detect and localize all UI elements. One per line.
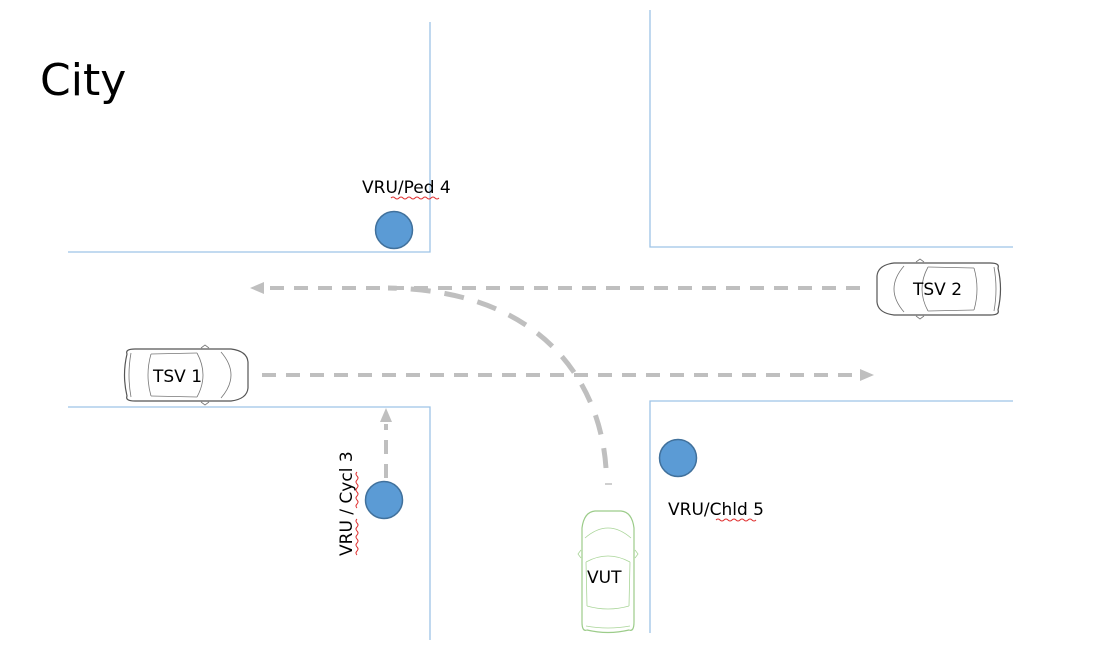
- vru-child-marker: [658, 438, 698, 478]
- tsv1-hood: [220, 351, 232, 399]
- diagram-title: City: [40, 55, 126, 106]
- curb-top-right: [649, 10, 1013, 248]
- tsv2-car-body: [876, 262, 1002, 316]
- tsv1-arrowhead: [860, 369, 874, 381]
- vut-trunk: [585, 625, 631, 629]
- tsv2-label: TSV 2: [912, 280, 962, 300]
- tsv2-arrowhead: [250, 282, 264, 294]
- tsv1-mirrors: [200, 344, 210, 406]
- vut-car-body: [581, 510, 635, 634]
- tsv1-windshield: [196, 352, 204, 398]
- vut-windshield: [585, 555, 631, 563]
- vru-cyclist-label: VRU / Cycl 3: [337, 451, 357, 556]
- tsv2-mirrors: [915, 258, 925, 320]
- vut-roof: [585, 561, 631, 607]
- vru-markers: [364, 210, 698, 520]
- vru-cyclist-marker: [364, 480, 404, 520]
- vru-child-label: VRU/Chld 5: [668, 500, 764, 520]
- vut-turn-trajectory: [387, 285, 609, 469]
- vut-label: VUT: [587, 568, 622, 588]
- tsv2-rear-window: [973, 267, 978, 311]
- vut-hood: [584, 527, 632, 539]
- tsv2-hood: [893, 265, 905, 313]
- tsv1-label: TSV 1: [152, 367, 202, 387]
- tsv1-car: [123, 344, 249, 406]
- tsv1-car-body: [123, 348, 249, 402]
- tsv1-trunk: [128, 352, 132, 398]
- vut-rear-window: [586, 605, 630, 610]
- vut-car: [577, 510, 639, 634]
- tsv2-roof: [927, 266, 975, 312]
- tsv2-windshield: [921, 266, 929, 312]
- vru-child-spellcheck-underline: [715, 518, 757, 522]
- tsv2-car: [876, 258, 1002, 320]
- vru-cyclist-spellcheck-underline-1: [355, 518, 359, 556]
- curb-bottom-right: [649, 400, 1013, 633]
- vru-cyclist-spellcheck-underline-2: [355, 471, 359, 509]
- tsv1-rear-window: [147, 353, 152, 397]
- curb-bottom-left: [68, 406, 431, 640]
- trajectories: [250, 282, 874, 485]
- road-edges: [68, 10, 1013, 640]
- tsv2-trunk: [993, 266, 997, 312]
- vut-mirrors: [577, 549, 639, 559]
- vru-pedestrian-spellcheck-underline: [390, 196, 440, 200]
- cyclist-arrowhead: [380, 408, 392, 422]
- tsv1-roof: [150, 352, 198, 398]
- vru-pedestrian-marker: [374, 210, 414, 250]
- vru-pedestrian-label: VRU/Ped 4: [362, 178, 451, 198]
- curb-top-left: [68, 22, 431, 253]
